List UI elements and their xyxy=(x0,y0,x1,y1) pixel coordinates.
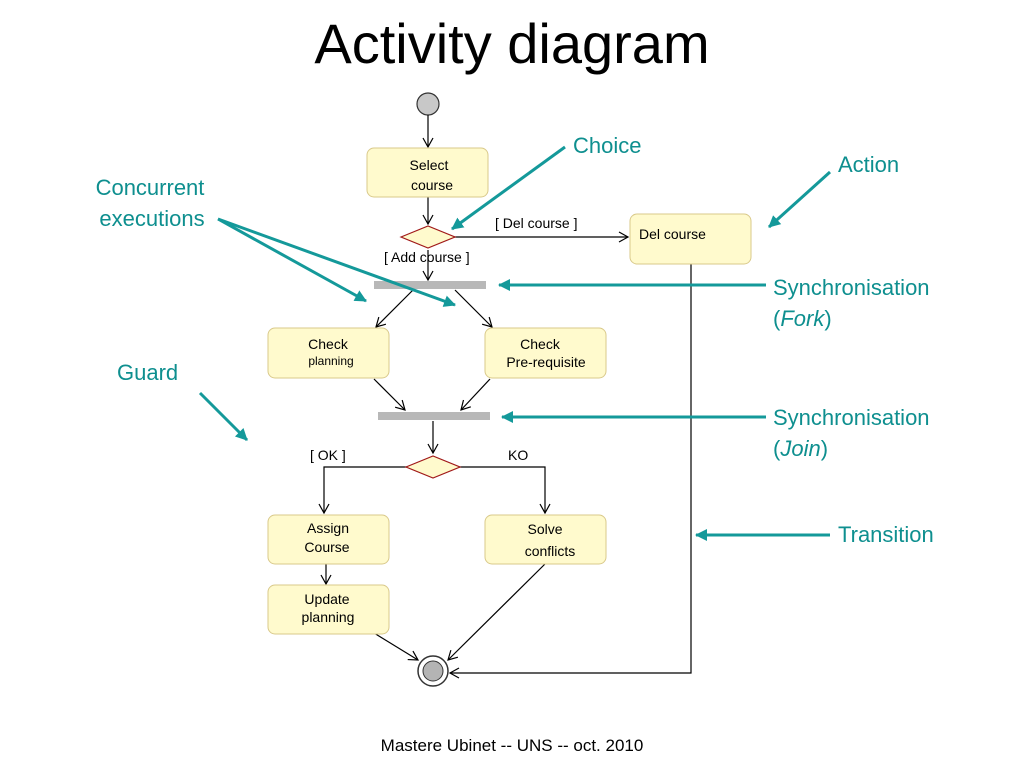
action-check-planning-line2: planning xyxy=(308,354,353,368)
annotation-arrows xyxy=(198,145,832,541)
action-assign-course: Assign Course xyxy=(267,514,390,565)
flow-decision-to-assign xyxy=(318,466,407,515)
annotation-join-line1: Synchronisation xyxy=(773,405,930,430)
annotation-fork-line1: Synchronisation xyxy=(773,275,930,300)
guard-add-course: [ Add course ] xyxy=(384,249,470,265)
action-solve-conflicts-line1: Solve xyxy=(527,521,562,537)
guard-ko: KO xyxy=(508,447,528,463)
flow-del-to-final xyxy=(448,264,692,679)
action-select-course: Select course xyxy=(366,147,489,198)
flow-check-planning-to-join xyxy=(373,378,406,411)
flow-decision-to-solve xyxy=(459,466,551,515)
annotation-concurrent-line1: Concurrent xyxy=(96,175,205,200)
action-assign-course-line2: Course xyxy=(304,539,349,555)
guard-ok: [ OK ] xyxy=(310,447,346,463)
action-select-course-line2: course xyxy=(411,177,453,193)
control-flows xyxy=(318,115,692,679)
flow-check-prereq-to-join xyxy=(460,378,491,411)
annotation-fork-line2: (Fork) xyxy=(773,306,832,331)
action-check-planning: Check planning xyxy=(267,327,390,379)
action-assign-course-line1: Assign xyxy=(307,520,349,536)
action-select-course-line1: Select xyxy=(410,157,449,173)
fork-bar xyxy=(374,281,486,289)
flow-update-to-final xyxy=(373,632,420,661)
action-update-planning-line1: Update xyxy=(304,591,349,607)
arrow-guard xyxy=(198,391,249,442)
annotation-action: Action xyxy=(838,152,899,177)
action-check-prereq-line1: Check xyxy=(520,336,561,352)
arrow-concurrent-2 xyxy=(217,217,456,307)
arrow-action xyxy=(767,170,832,229)
action-solve-conflicts: Solve conflicts xyxy=(484,514,607,565)
choice-diamond xyxy=(399,225,457,249)
final-node xyxy=(417,655,449,687)
action-check-prereq: Check Pre-requisite xyxy=(484,327,607,379)
join-bar xyxy=(378,412,490,420)
action-del-course-label: Del course xyxy=(639,226,706,242)
arrow-choice xyxy=(451,145,566,231)
initial-node xyxy=(416,92,440,116)
action-update-planning-line2: planning xyxy=(302,609,355,625)
flow-fork-to-check-planning xyxy=(375,289,414,328)
flow-fork-to-check-prereq xyxy=(454,289,493,328)
action-solve-conflicts-line2: conflicts xyxy=(525,543,576,559)
annotation-concurrent-line2: executions xyxy=(99,206,204,231)
annotation-join-line2: (Join) xyxy=(773,436,828,461)
flow-solve-to-final xyxy=(447,563,546,661)
annotation-transition: Transition xyxy=(838,522,934,547)
decision-diamond xyxy=(404,455,462,479)
page-title: Activity diagram xyxy=(314,12,710,75)
annotation-choice: Choice xyxy=(573,133,641,158)
action-check-planning-line1: Check xyxy=(308,336,349,352)
footer-text: Mastere Ubinet -- UNS -- oct. 2010 xyxy=(380,736,644,755)
action-del-course: Del course xyxy=(629,213,752,265)
guard-del-course: [ Del course ] xyxy=(495,215,577,231)
annotation-guard: Guard xyxy=(117,360,178,385)
action-update-planning: Update planning xyxy=(267,584,390,635)
arrow-concurrent-1 xyxy=(217,217,367,303)
action-check-prereq-line2: Pre-requisite xyxy=(506,354,586,370)
